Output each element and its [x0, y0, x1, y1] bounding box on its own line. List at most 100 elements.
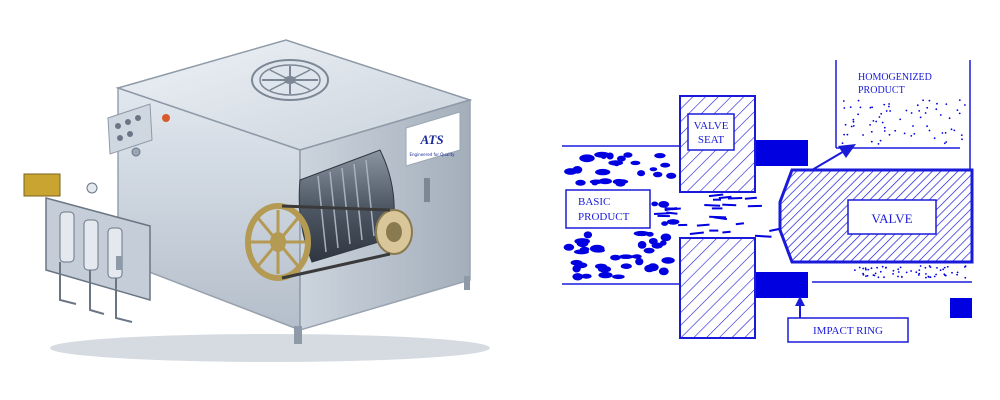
fine-particle — [905, 109, 908, 112]
fine-particle — [913, 133, 916, 135]
fine-particle — [883, 130, 886, 132]
outlet-particle — [854, 269, 856, 271]
side-slot — [424, 178, 430, 202]
jet-streak — [689, 231, 704, 235]
fine-particle — [916, 104, 919, 107]
coarse-particle — [630, 160, 641, 166]
coarse-particle — [623, 152, 633, 158]
fine-particle — [852, 125, 855, 127]
pump-yellow-housing — [23, 173, 61, 197]
homogenized-label-line1: HOMOGENIZED — [858, 72, 932, 83]
fine-particle — [943, 142, 946, 145]
fine-particle — [888, 105, 890, 108]
valve-label-box — [847, 199, 937, 235]
outlet-particle — [956, 271, 959, 274]
coarse-particle — [643, 247, 655, 254]
coarse-particle — [610, 254, 621, 261]
fine-particle — [944, 132, 947, 134]
machine-shadow — [50, 334, 490, 362]
outlet-particle — [879, 270, 882, 273]
fine-particle — [852, 120, 855, 123]
outlet-particle — [862, 273, 865, 276]
fine-particle — [950, 128, 953, 131]
fine-particle — [961, 138, 963, 141]
homogenizer-machine-illustration: ATS Engineered for Quality — [23, 39, 490, 362]
outlet-particle — [924, 266, 927, 269]
coarse-particle — [598, 178, 612, 185]
outlet-particle — [943, 273, 946, 276]
coarse-particle — [661, 221, 668, 226]
impact-ring-callout: IMPACT RING — [787, 296, 909, 343]
jet-streak — [671, 207, 681, 211]
outlet-particles — [854, 265, 967, 279]
coarse-particle — [651, 242, 663, 249]
coarse-particle — [651, 201, 659, 207]
outlet-particle — [910, 270, 912, 272]
fine-particle — [862, 134, 864, 136]
homogenized-chamber: HOMOGENIZED PRODUCT — [812, 60, 972, 283]
fine-particle — [928, 129, 931, 132]
coarse-particle — [582, 154, 590, 159]
fine-particle — [885, 110, 888, 112]
outlet-particle — [897, 271, 900, 273]
coarse-particle — [618, 254, 634, 259]
fine-particle — [945, 103, 948, 105]
fine-particle — [926, 125, 928, 128]
coarse-particle — [666, 172, 677, 179]
valve-body: VALVE — [778, 168, 974, 264]
jet-streak — [722, 203, 737, 207]
outlet-particle — [918, 272, 921, 275]
fine-particle — [869, 106, 872, 109]
coarse-particle — [666, 219, 680, 225]
fine-particle — [922, 99, 924, 102]
coarse-particle — [637, 241, 647, 249]
valve-label: VALVE — [871, 211, 912, 226]
top-fan — [251, 59, 329, 101]
outlet-particle — [951, 271, 953, 274]
coarse-particle — [633, 230, 650, 237]
outlet-particle — [870, 267, 873, 270]
outlet-particle — [865, 275, 867, 277]
fine-particle — [935, 108, 938, 111]
fine-particle — [919, 116, 922, 119]
fine-particle — [953, 129, 956, 132]
outlet-particle — [862, 267, 865, 270]
valve-seat-block: VALVE SEAT — [679, 95, 756, 339]
coarse-particle — [660, 233, 672, 242]
fine-particle — [880, 112, 883, 115]
fine-particle — [939, 114, 942, 116]
flow-arrow — [811, 144, 856, 171]
coarse-particle — [563, 243, 575, 251]
fine-particle — [945, 141, 948, 143]
fine-particle — [960, 134, 963, 137]
outlet-particle — [925, 273, 927, 275]
outlet-particle — [872, 274, 875, 276]
outlet-particle — [905, 271, 908, 274]
fine-particle — [912, 125, 914, 127]
fine-particle — [883, 103, 886, 106]
jet-streak — [754, 234, 772, 238]
fine-particle — [846, 133, 849, 136]
basic-product-label-line2: PRODUCT — [578, 211, 630, 223]
fine-particle — [878, 116, 881, 118]
coarse-particle — [620, 263, 632, 270]
outlet-particle — [897, 268, 900, 271]
fine-particle — [910, 112, 913, 114]
coarse-particle — [574, 249, 589, 255]
coarse-particle — [617, 155, 626, 162]
fine-particle — [933, 137, 936, 140]
outlet-particle — [885, 267, 887, 269]
coarse-particle — [635, 257, 644, 266]
basic-product-label-line1: BASIC — [578, 196, 610, 208]
basic-product-label-box — [565, 189, 651, 229]
coarse-particle — [637, 170, 646, 177]
flow-jet-streaks — [653, 193, 780, 238]
basic-product-particles — [563, 151, 680, 281]
outlet-particle — [946, 265, 949, 268]
fine-particle — [842, 100, 845, 102]
coarse-particle — [631, 254, 642, 259]
fine-particle — [881, 121, 884, 124]
outlet-particle — [876, 266, 878, 269]
electric-motor — [298, 149, 413, 263]
